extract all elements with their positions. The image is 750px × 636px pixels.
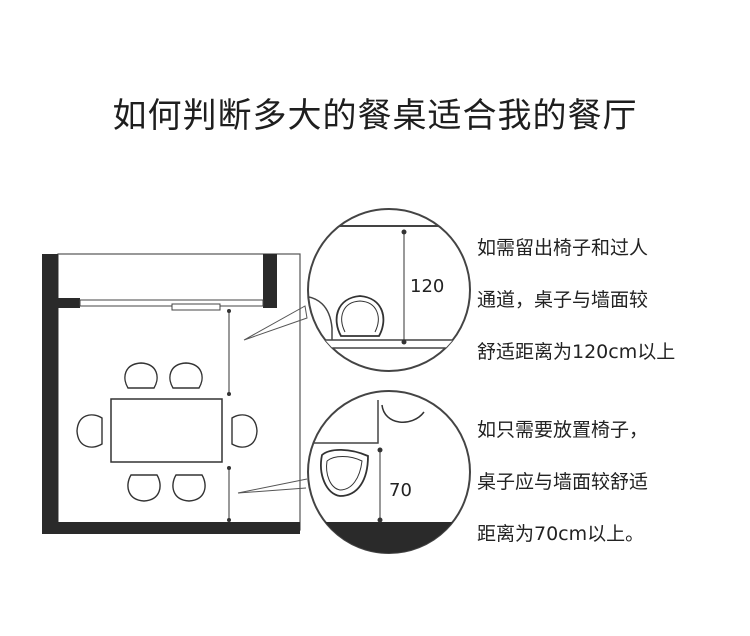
dining-table <box>110 398 223 463</box>
chair-right <box>231 414 258 448</box>
chair-bottom-right <box>172 474 206 502</box>
chair-top-right <box>169 362 203 389</box>
chair-left <box>76 414 103 448</box>
note-70-line-1: 如只需要放置椅子， <box>477 419 649 441</box>
note-70-line-3: 距离为70cm以上。 <box>477 523 645 545</box>
note-120: 如需留出椅子和过人 通道，桌子与墙面较 舒适距离为120cm以上 <box>477 222 675 378</box>
top-left-wall-stub <box>58 298 80 308</box>
magnifier-bottom: 70 <box>307 390 471 554</box>
page-title: 如何判断多大的餐桌适合我的餐厅 <box>112 96 638 136</box>
floor-plan <box>42 253 301 534</box>
leader-lines <box>237 305 308 494</box>
sideboard-door <box>171 303 221 311</box>
magnified-chair-2 <box>320 448 369 497</box>
dimension-label-120: 120 <box>410 276 444 297</box>
note-70: 如只需要放置椅子， 桌子应与墙面较舒适 距离为70cm以上。 <box>477 404 648 560</box>
chair-top-left <box>124 362 158 389</box>
magnifier-top: 120 <box>307 208 471 372</box>
note-70-line-2: 桌子应与墙面较舒适 <box>477 471 649 493</box>
note-120-line-2: 通道，桌子与墙面较 <box>477 289 649 311</box>
note-120-line-3: 舒适距离为120cm以上 <box>477 341 676 363</box>
bottom-wall <box>42 522 300 534</box>
chair-bottom-left <box>127 474 161 502</box>
note-120-line-1: 如需留出椅子和过人 <box>477 237 649 259</box>
magnified-chair-1 <box>335 295 385 337</box>
dimension-label-70: 70 <box>389 480 412 501</box>
right-wall-stub <box>263 254 277 308</box>
left-wall <box>42 254 58 534</box>
